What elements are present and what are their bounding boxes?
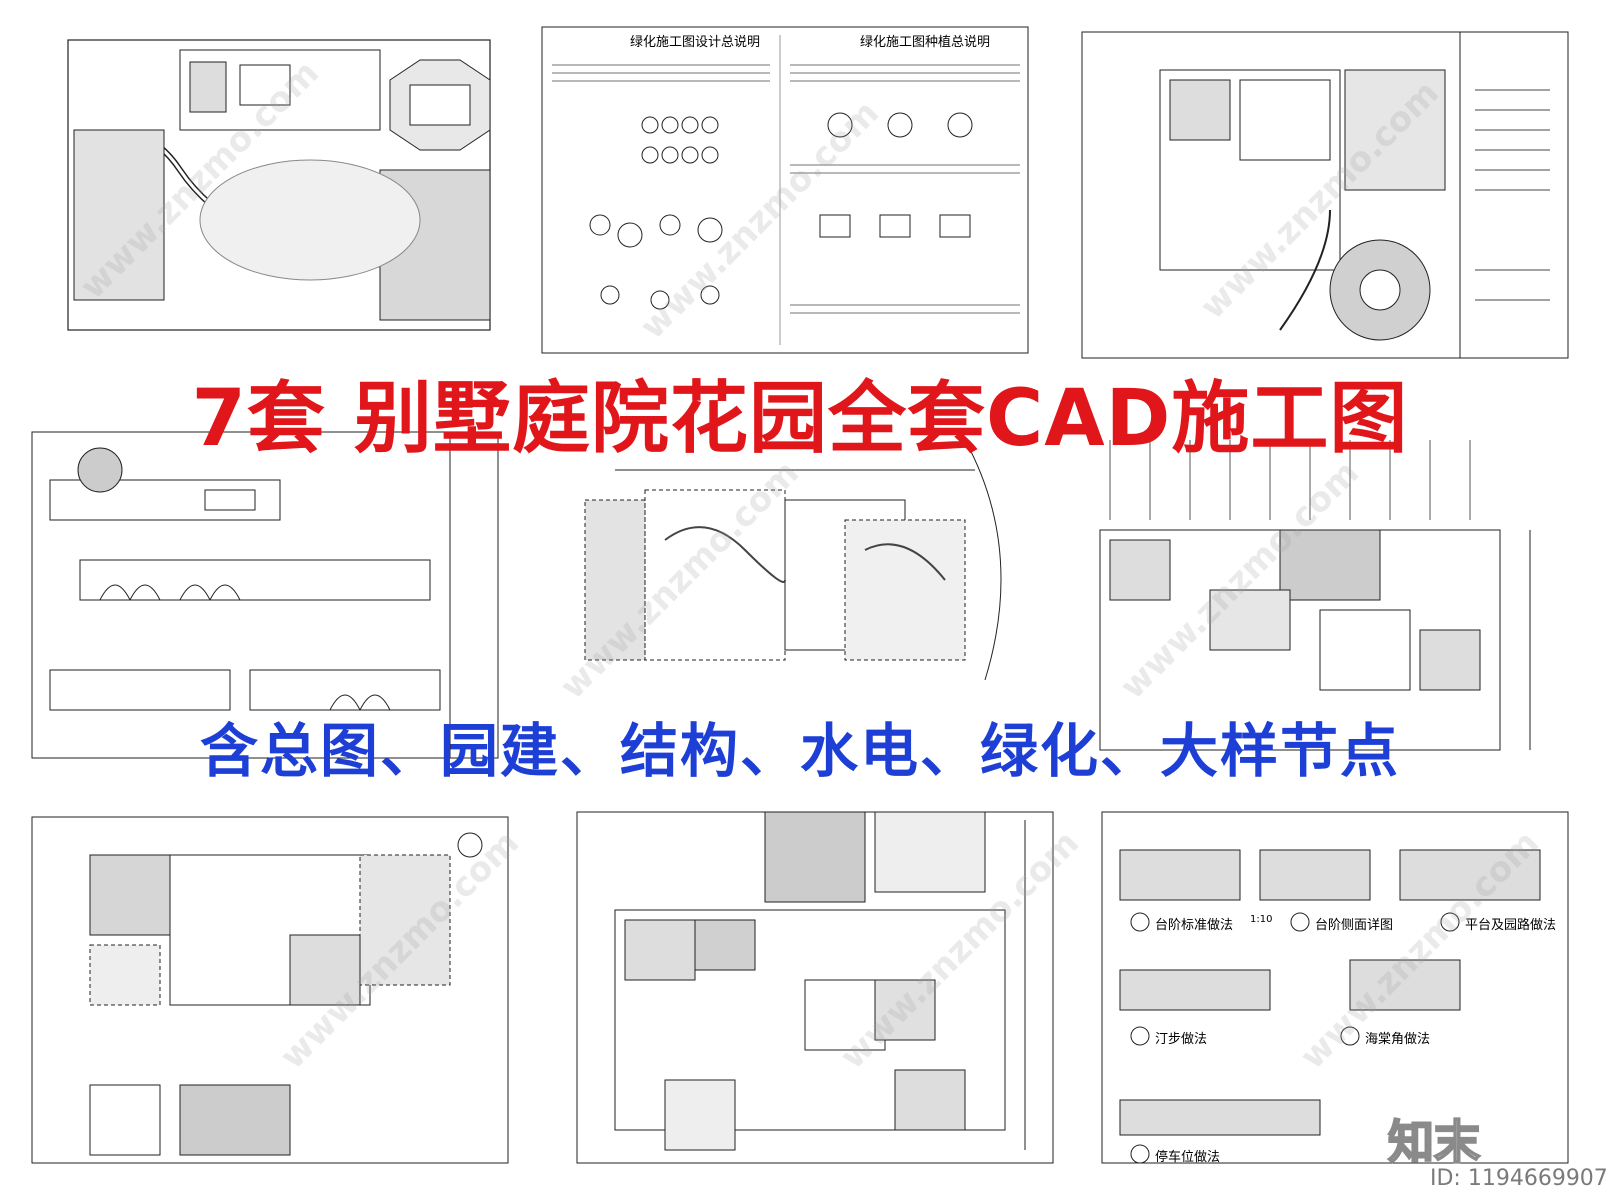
detail-label-parking: 停车位做法 xyxy=(1155,1150,1221,1165)
villa-plan-1-drawing xyxy=(1081,31,1569,359)
detail-label-stepping-stone: 汀步做法 xyxy=(1155,1032,1208,1047)
headline-main: 7套 别墅庭院花园全套CAD施工图 xyxy=(191,374,1409,464)
drawing-panel-elevations xyxy=(30,430,500,760)
detail-label-platform-path: 平台及园路做法 xyxy=(1465,918,1557,933)
detail-scale-label: 1:10 xyxy=(1250,914,1273,925)
drawing-panel-general-layout xyxy=(545,430,1045,690)
drawing-panel-villa-plan-2 xyxy=(1090,430,1570,770)
construction-details-drawing xyxy=(1101,811,1569,1164)
id-label: ID: 1194669907 xyxy=(1430,1166,1608,1191)
detail-label-begonia-corner: 海棠角做法 xyxy=(1365,1032,1431,1047)
planting-notes-drawing xyxy=(541,26,1029,354)
drawing-panel-construction-details: 台阶标准做法 台阶侧面详图 平台及园路做法 汀步做法 海棠角做法 停车位做法 1… xyxy=(1100,810,1570,1165)
elevations-drawing xyxy=(31,431,499,759)
garden-plan-drawing xyxy=(67,39,491,331)
drawing-panel-planting-notes: 绿化施工图设计总说明 绿化施工图种植总说明 xyxy=(540,25,1030,355)
drawing-panel-villa-plan-4 xyxy=(575,810,1055,1165)
drawing-panel-villa-plan-1 xyxy=(1080,30,1570,360)
detail-label-step-standard: 台阶标准做法 xyxy=(1155,918,1234,933)
drawing-panel-villa-plan-3 xyxy=(30,815,510,1165)
sheet-title-planting-notes: 绿化施工图种植总说明 xyxy=(860,35,991,50)
sheet-title-design-notes: 绿化施工图设计总说明 xyxy=(630,35,761,50)
detail-label-step-side: 台阶侧面详图 xyxy=(1315,918,1394,933)
brand-logo: 知末 xyxy=(1387,1114,1481,1170)
drawing-panel-garden-plan xyxy=(60,30,500,340)
villa-plan-3-drawing xyxy=(31,816,509,1164)
villa-plan-2-drawing xyxy=(1099,440,1531,751)
villa-plan-4-drawing xyxy=(576,811,1054,1164)
general-layout-drawing xyxy=(584,439,1002,681)
headline-sub: 含总图、园建、结构、水电、绿化、大样节点 xyxy=(199,717,1400,785)
